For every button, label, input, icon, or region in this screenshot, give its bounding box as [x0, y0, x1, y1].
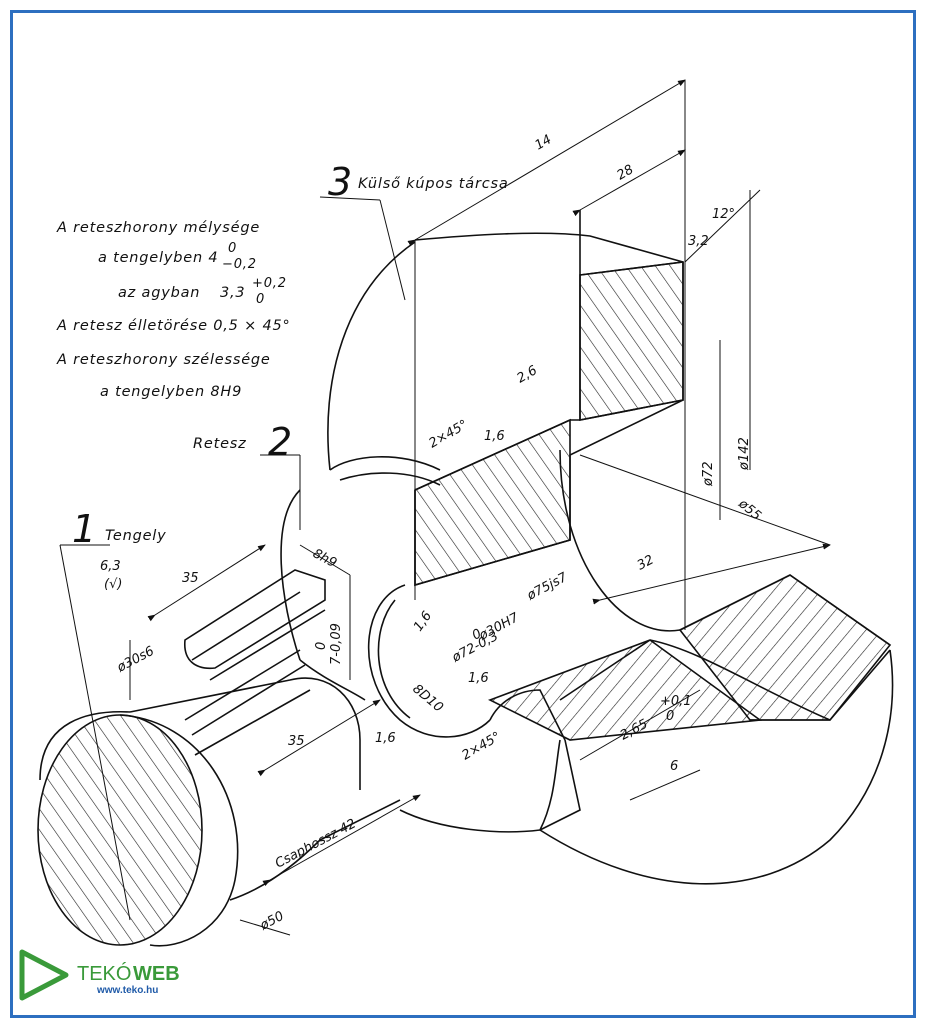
note-line-4: A retesz élletörése 0,5 × 45° [56, 318, 291, 334]
note-line-3-val: 3,3 [220, 285, 245, 301]
dim-2-65-sup: +0,1 [660, 694, 692, 709]
dim-7-009-sup: 0 [314, 642, 329, 650]
dim-1-6-low: 1,6 [375, 731, 396, 746]
dim-14: 14 [533, 132, 555, 153]
part-2-number: 2 [268, 420, 292, 464]
dim-d72: ø72 [701, 462, 716, 488]
logo-url: www.teko.hu [96, 985, 158, 996]
dim-2x45-top: 2×45° [427, 417, 471, 451]
dim-7-009: 7-0,09 [329, 623, 344, 665]
tekoweb-logo: TEKÓ WEB www.teko.hu [19, 949, 180, 1001]
dim-csaphossz: Csaphossz 42 [273, 816, 359, 871]
note-line-2: a tengelyben 4 [98, 250, 218, 266]
dim-8D10: 8D10 [409, 682, 445, 716]
dim-8h9: 8h9 [310, 546, 339, 571]
shaft-end [119, 714, 239, 947]
note-line-2-sub: −0,2 [222, 257, 257, 272]
note-line-2-sup: 0 [228, 241, 237, 256]
dim-6-3: 6,3 [100, 559, 121, 574]
dim-d75js7: ø75js7 [524, 570, 571, 604]
dim-d30s6: ø30s6 [114, 644, 157, 676]
dim-2-65-sub: 0 [666, 709, 674, 724]
part-3-number: 3 [328, 160, 352, 204]
part-1-number: 1 [72, 507, 96, 551]
dim-1-6-top: 1,6 [484, 429, 505, 444]
dim-6: 6 [670, 759, 678, 774]
dim-d50: ø50 [257, 909, 287, 934]
roughness-symbol: (√) [104, 577, 122, 592]
note-line-3-sub: 0 [256, 292, 265, 307]
part-1-name: Tengely [105, 528, 167, 544]
dim-3-2: 3,2 [688, 234, 709, 249]
note-line-6: a tengelyben 8H9 [100, 384, 242, 400]
note-line-3-sup: +0,2 [252, 276, 287, 291]
logo-brand-bold: WEB [133, 963, 180, 985]
logo-brand-light: TEKÓ [77, 962, 131, 985]
part-labels: 3 Külső kúpos tárcsa 2 Retesz 1 Tengely [72, 160, 509, 551]
dim-32: 32 [635, 553, 657, 574]
notes-block: A reteszhorony mélysége a tengelyben 4 0… [56, 220, 291, 400]
dim-35-key: 35 [182, 571, 199, 586]
part-3-name: Külső kúpos tárcsa [358, 176, 509, 192]
hatched-sections [37, 261, 892, 946]
dim-1-6-mid: 1,6 [468, 671, 489, 686]
dim-28: 28 [615, 162, 637, 183]
dim-12-deg: 12° [712, 207, 735, 222]
play-icon [19, 949, 69, 1001]
note-line-1: A reteszhorony mélysége [56, 220, 260, 236]
part-2-name: Retesz [193, 436, 247, 452]
dim-35-shaft: 35 [288, 734, 305, 749]
dimension-lines [59, 79, 831, 936]
dim-2-6: 2,6 [515, 363, 540, 386]
note-line-3: az agyban [118, 285, 200, 301]
note-line-5: A reteszhorony szélessége [56, 352, 271, 368]
dim-d142: ø142 [737, 437, 752, 471]
dim-1-6-key: 1,6 [411, 609, 435, 635]
